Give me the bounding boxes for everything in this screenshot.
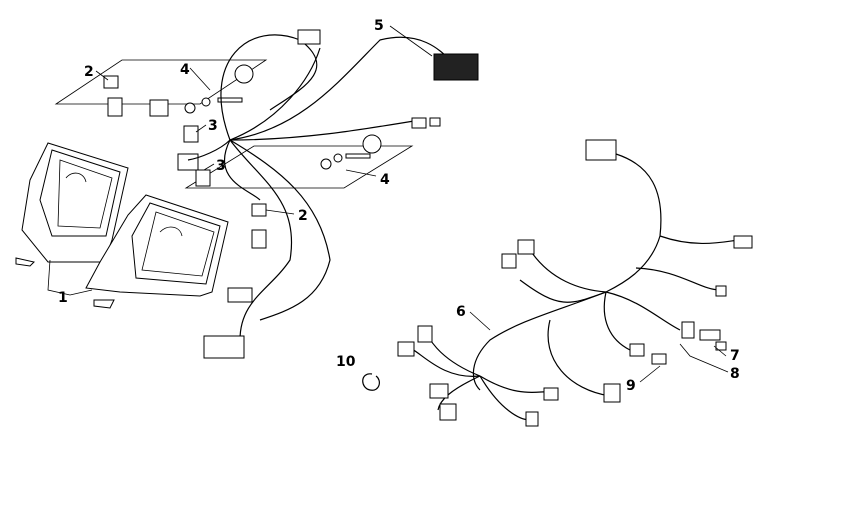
headlight-right: [85, 194, 229, 309]
callout-10: 10: [336, 354, 356, 370]
bulb-socket-upper: [54, 59, 268, 143]
callout-1: 1: [58, 290, 68, 306]
main-harness: [397, 139, 753, 427]
clip-part-10: [362, 373, 380, 391]
callout-2-upper: 2: [84, 64, 94, 80]
callout-8: 8: [730, 366, 740, 382]
callout-9: 9: [626, 378, 636, 394]
callout-4-lower: 4: [380, 172, 390, 188]
headlight-left: [15, 142, 129, 267]
bulb-socket-lower: [177, 134, 414, 249]
callout-2-lower: 2: [298, 208, 308, 224]
callout-3-upper: 3: [208, 118, 218, 134]
front-harness: [187, 29, 479, 359]
callout-7: 7: [730, 348, 740, 364]
callout-4-upper: 4: [180, 62, 190, 78]
leader-lines: [47, 25, 729, 383]
callouts: 1 2 2 3 3 4 4 5 6 7 8 9 10: [58, 18, 740, 394]
callout-5: 5: [374, 18, 384, 34]
callout-6: 6: [456, 304, 466, 320]
callout-3-lower: 3: [216, 158, 226, 174]
